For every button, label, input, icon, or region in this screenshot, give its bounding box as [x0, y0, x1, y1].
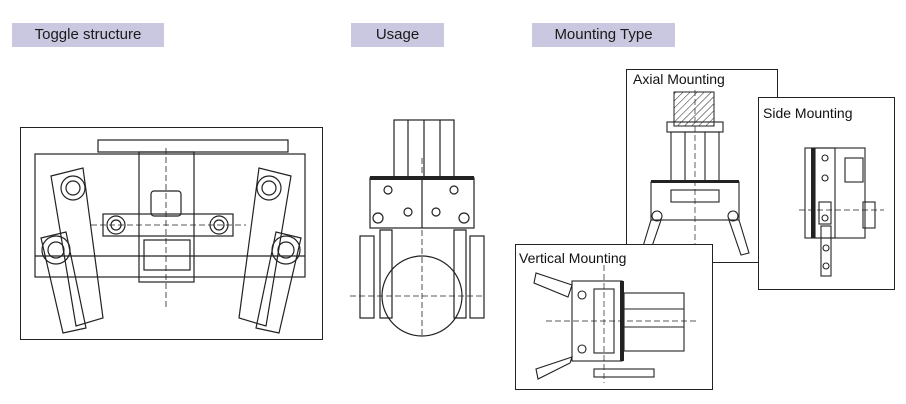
- vertical-mounting-frame: Vertical Mounting: [515, 244, 713, 390]
- axial-mounting-frame: Axial Mounting: [626, 69, 778, 263]
- mounting-type-tag: Mounting Type: [532, 23, 675, 47]
- toggle-structure-drawing: [34, 139, 306, 334]
- usage-tag: Usage: [351, 23, 444, 47]
- toggle-structure-tag: Toggle structure: [12, 23, 164, 47]
- vertical-mounting-drawing: [533, 265, 696, 383]
- side-mounting-label: Side Mounting: [763, 105, 853, 121]
- toggle-structure-frame: [20, 127, 323, 340]
- usage-drawing: [350, 119, 485, 337]
- side-mounting-frame: Side Mounting: [758, 97, 895, 290]
- axial-mounting-drawing: [640, 90, 750, 260]
- side-mounting-drawing: [799, 147, 884, 277]
- vertical-mounting-label: Vertical Mounting: [519, 250, 627, 266]
- axial-mounting-label: Axial Mounting: [633, 71, 725, 87]
